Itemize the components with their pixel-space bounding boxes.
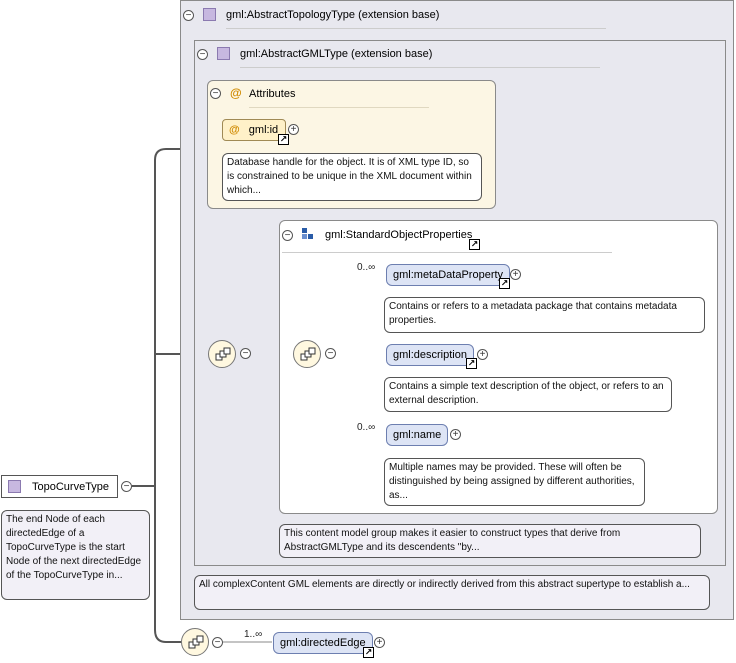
directed-edge-multiplicity: 1..∞ (244, 629, 263, 640)
gml-id-label: gml:id (248, 124, 279, 136)
gml-id-note: Database handle for the object. It is of… (222, 153, 482, 201)
jump-icon[interactable]: ↗ (499, 278, 510, 289)
directed-edge-element[interactable]: gml:directedEdge (273, 632, 373, 654)
meta-data-property-element[interactable]: gml:metaDataProperty (386, 264, 511, 286)
divider (240, 67, 600, 68)
abstract-topology-label: gml:AbstractTopologyType (extension base… (226, 9, 440, 21)
jump-icon[interactable]: ↗ (469, 239, 480, 250)
topo-curve-note: The end Node of each directedEdge of a T… (1, 510, 150, 600)
collapse-gml-button[interactable]: − (197, 49, 208, 60)
collapse-attributes-button[interactable]: − (210, 88, 221, 99)
collapse-standard-props-button[interactable]: − (282, 230, 293, 241)
expand-directed-edge-button[interactable]: + (374, 637, 385, 648)
description-element[interactable]: gml:description (386, 344, 474, 366)
collapse-topo-curve-button[interactable]: − (121, 481, 132, 492)
collapse-directed-edge-sequence-button[interactable]: − (212, 637, 223, 648)
sequence-glyph (300, 347, 316, 361)
abstract-gml-note: All complexContent GML elements are dire… (194, 575, 710, 610)
attributes-title: Attributes (249, 88, 296, 100)
standard-props-label: gml:StandardObjectProperties (325, 229, 473, 241)
jump-icon[interactable]: ↗ (278, 134, 289, 145)
complex-type-icon (8, 480, 21, 493)
sequence-glyph (188, 635, 204, 649)
topo-curve-label: TopoCurveType (32, 481, 110, 493)
gml-id-attribute[interactable]: @ gml:id (222, 119, 286, 141)
collapse-topology-button[interactable]: − (183, 10, 194, 21)
name-note: Multiple names may be provided. These wi… (384, 458, 645, 506)
sequence-icon (293, 340, 321, 368)
meta-multiplicity: 0..∞ (357, 262, 376, 273)
meta-note: Contains or refers to a metadata package… (384, 297, 705, 333)
group-note: This content model group makes it easier… (279, 524, 701, 558)
collapse-sequence-button[interactable]: − (240, 348, 251, 359)
at-icon: @ (230, 86, 242, 100)
divider (282, 252, 612, 253)
description-note: Contains a simple text description of th… (384, 377, 672, 412)
jump-icon[interactable]: ↗ (466, 358, 477, 369)
sequence-icon (181, 628, 209, 656)
topo-curve-type-box[interactable]: TopoCurveType (1, 475, 118, 498)
jump-icon[interactable]: ↗ (363, 647, 374, 658)
expand-meta-button[interactable]: + (510, 269, 521, 280)
name-element[interactable]: gml:name (386, 424, 449, 446)
expand-gml-id-button[interactable]: + (288, 124, 299, 135)
complex-type-icon (203, 8, 216, 21)
at-icon: @ (229, 124, 240, 136)
expand-description-button[interactable]: + (477, 349, 488, 360)
sequence-glyph (215, 347, 231, 361)
abstract-gml-label: gml:AbstractGMLType (extension base) (240, 48, 433, 60)
divider (226, 28, 606, 29)
divider (249, 107, 429, 108)
name-multiplicity: 0..∞ (357, 422, 376, 433)
collapse-sequence-button[interactable]: − (325, 348, 336, 359)
complex-type-icon (217, 47, 230, 60)
expand-name-button[interactable]: + (450, 429, 461, 440)
group-icon (302, 228, 316, 242)
sequence-icon (208, 340, 236, 368)
